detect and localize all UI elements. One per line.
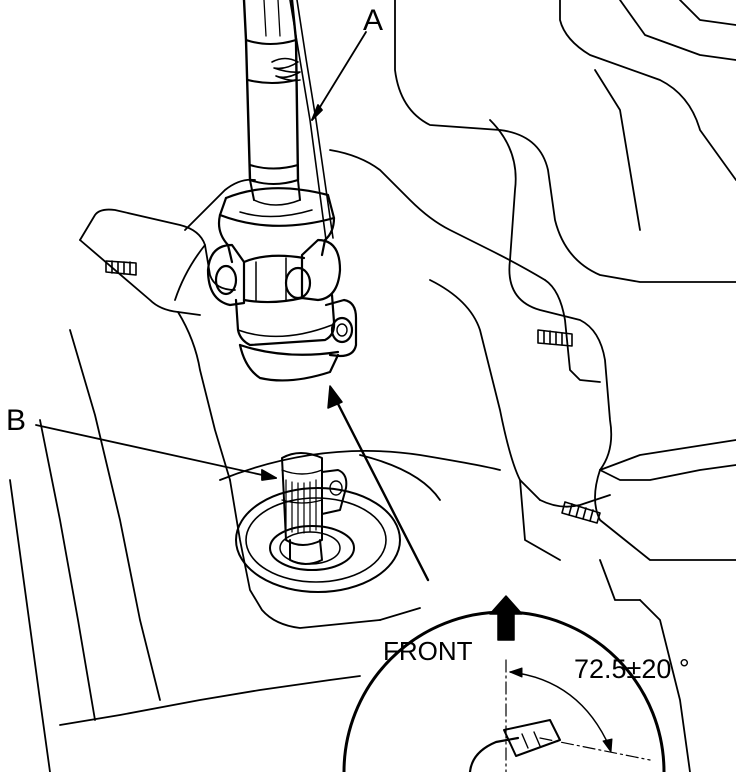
mounting-stud-left — [105, 260, 137, 276]
angle-specification: 72.5±20 ° — [574, 654, 690, 684]
callout-label-a: A — [363, 4, 383, 37]
callout-label-b: B — [6, 404, 26, 437]
front-direction-label: FRONT — [383, 636, 473, 666]
mounting-stud-right — [537, 329, 573, 347]
mounting-stud-lower-right — [561, 501, 601, 524]
steering-shaft — [242, 0, 301, 201]
universal-joint — [206, 187, 358, 382]
leader-lines — [35, 31, 367, 481]
alignment-arrow — [327, 385, 430, 582]
body-panel-lines — [9, 0, 736, 773]
gearbox-pinion — [235, 452, 401, 593]
front-arrow-icon — [489, 595, 523, 641]
detail-view-circle — [342, 595, 666, 774]
